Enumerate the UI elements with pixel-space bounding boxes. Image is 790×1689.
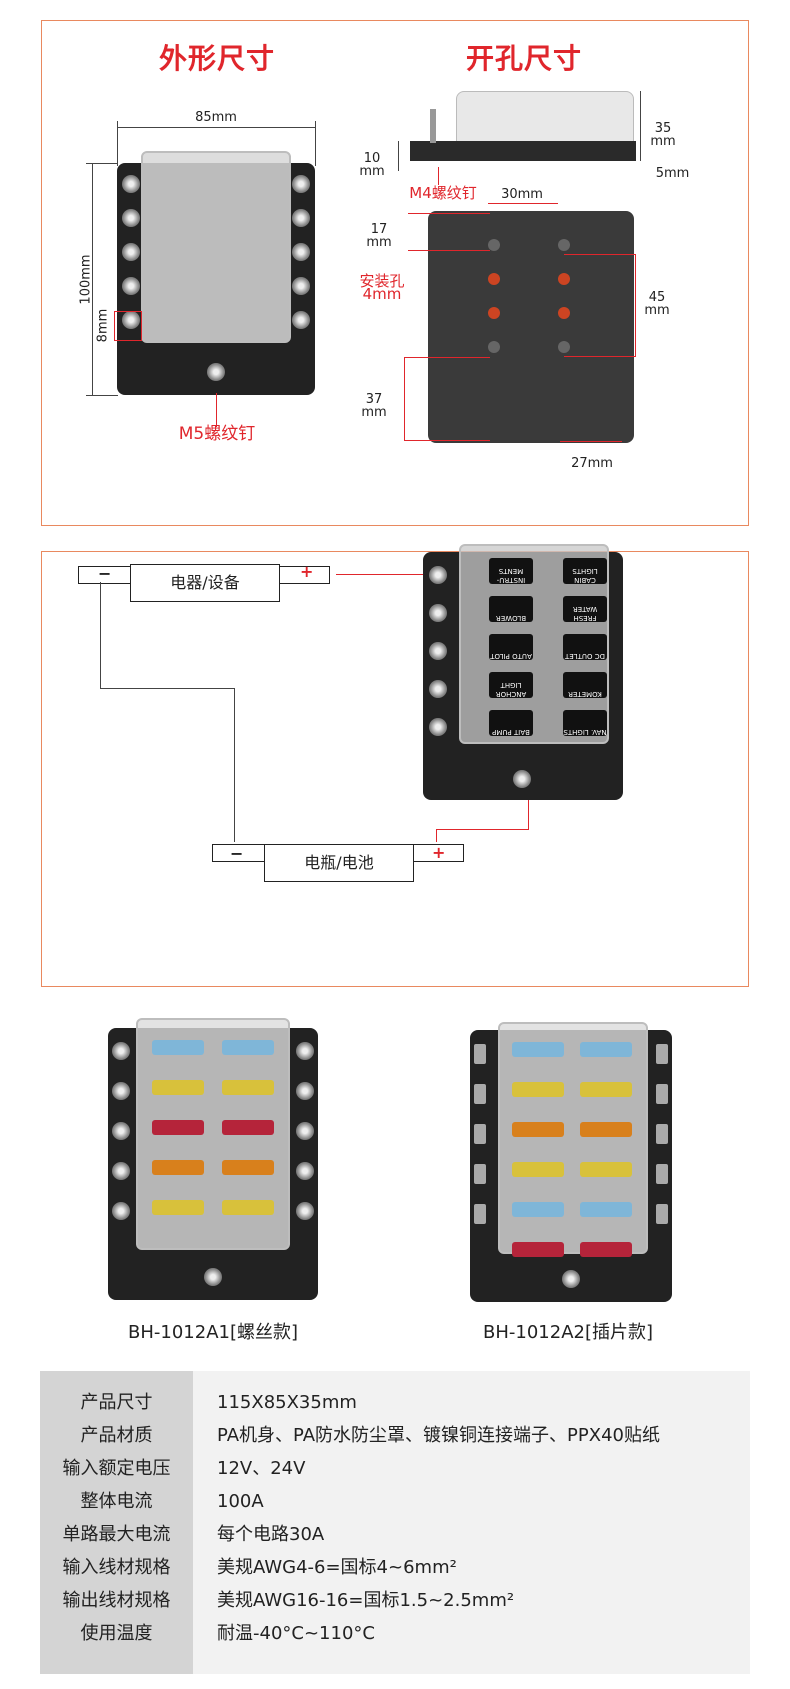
fuse-label-tile: BLOWER xyxy=(489,596,533,622)
fuse-box-side-view xyxy=(410,91,636,175)
cutout-dimensions-heading: 开孔尺寸 xyxy=(466,42,583,75)
fuse-box-bottom-view xyxy=(428,211,634,443)
width-dimension: 85mm xyxy=(195,110,237,125)
fuse-box-front-view xyxy=(117,151,315,395)
product-photo-screw-type xyxy=(108,1018,318,1300)
model-caption-a1: BH-1012A1[螺丝款] xyxy=(128,1322,298,1343)
fuse-label-tile: CABIN LIGHTS xyxy=(563,558,607,584)
battery-box: 电瓶/电池 xyxy=(264,844,414,882)
fuse-label-tile: BAIT PUMP xyxy=(489,710,533,736)
battery-plus: + xyxy=(432,843,446,862)
fuse-box-wired-photo: INSTRU-MENTS CABIN LIGHTS BLOWER FRESH WATE… xyxy=(423,544,623,800)
model-caption-a2: BH-1012A2[插片款] xyxy=(483,1322,653,1343)
spec-row-temperature: 使用温度耐温-40°C~110°C xyxy=(80,1623,375,1644)
fuse-label-tile: INSTRU-MENTS xyxy=(489,558,533,584)
device-plus: + xyxy=(300,562,314,581)
battery-minus: − xyxy=(230,844,244,863)
fuse-label-tile: ANCHOR LIGHT xyxy=(489,672,533,698)
spec-row-circuit-current: 单路最大电流每个电路30A xyxy=(62,1524,325,1545)
spec-row-input-wire: 输入线材规格美规AWG4-6=国标4~6mm² xyxy=(62,1557,457,1578)
height-dimension: 100mm xyxy=(78,254,94,305)
spec-row-output-wire: 输出线材规格美规AWG16-16=国标1.5~2.5mm² xyxy=(62,1590,515,1611)
outline-dimensions-heading: 外形尺寸 xyxy=(159,42,276,75)
m4-stud-label: M4螺纹钉 xyxy=(409,184,477,202)
fuse-label-tile: AUTO PILOT xyxy=(489,634,533,660)
m5-stud-label: M5螺纹钉 xyxy=(178,424,256,444)
product-photo-blade-type xyxy=(470,1022,672,1302)
fuse-label-tile: NAV. LIGHTS xyxy=(563,710,607,736)
base-5-dimension: 5mm xyxy=(655,166,690,181)
wiring-panel: 电器/设备 − + 电瓶/电池 − + INSTRU-MENTS CABIN LI… xyxy=(41,544,749,987)
fuse-label-tile: KOMETER xyxy=(563,672,607,698)
device-box: 电器/设备 xyxy=(130,564,280,602)
spacing-30-dimension: 30mm xyxy=(501,187,543,202)
device-minus: − xyxy=(98,564,112,583)
terminal-dimension: 8mm xyxy=(95,308,111,343)
fuse-label-tile: FRESH WATER xyxy=(563,596,607,622)
spacing-27-dimension: 27mm xyxy=(571,456,613,471)
fuse-label-tile: DC OUTLET xyxy=(563,634,607,660)
